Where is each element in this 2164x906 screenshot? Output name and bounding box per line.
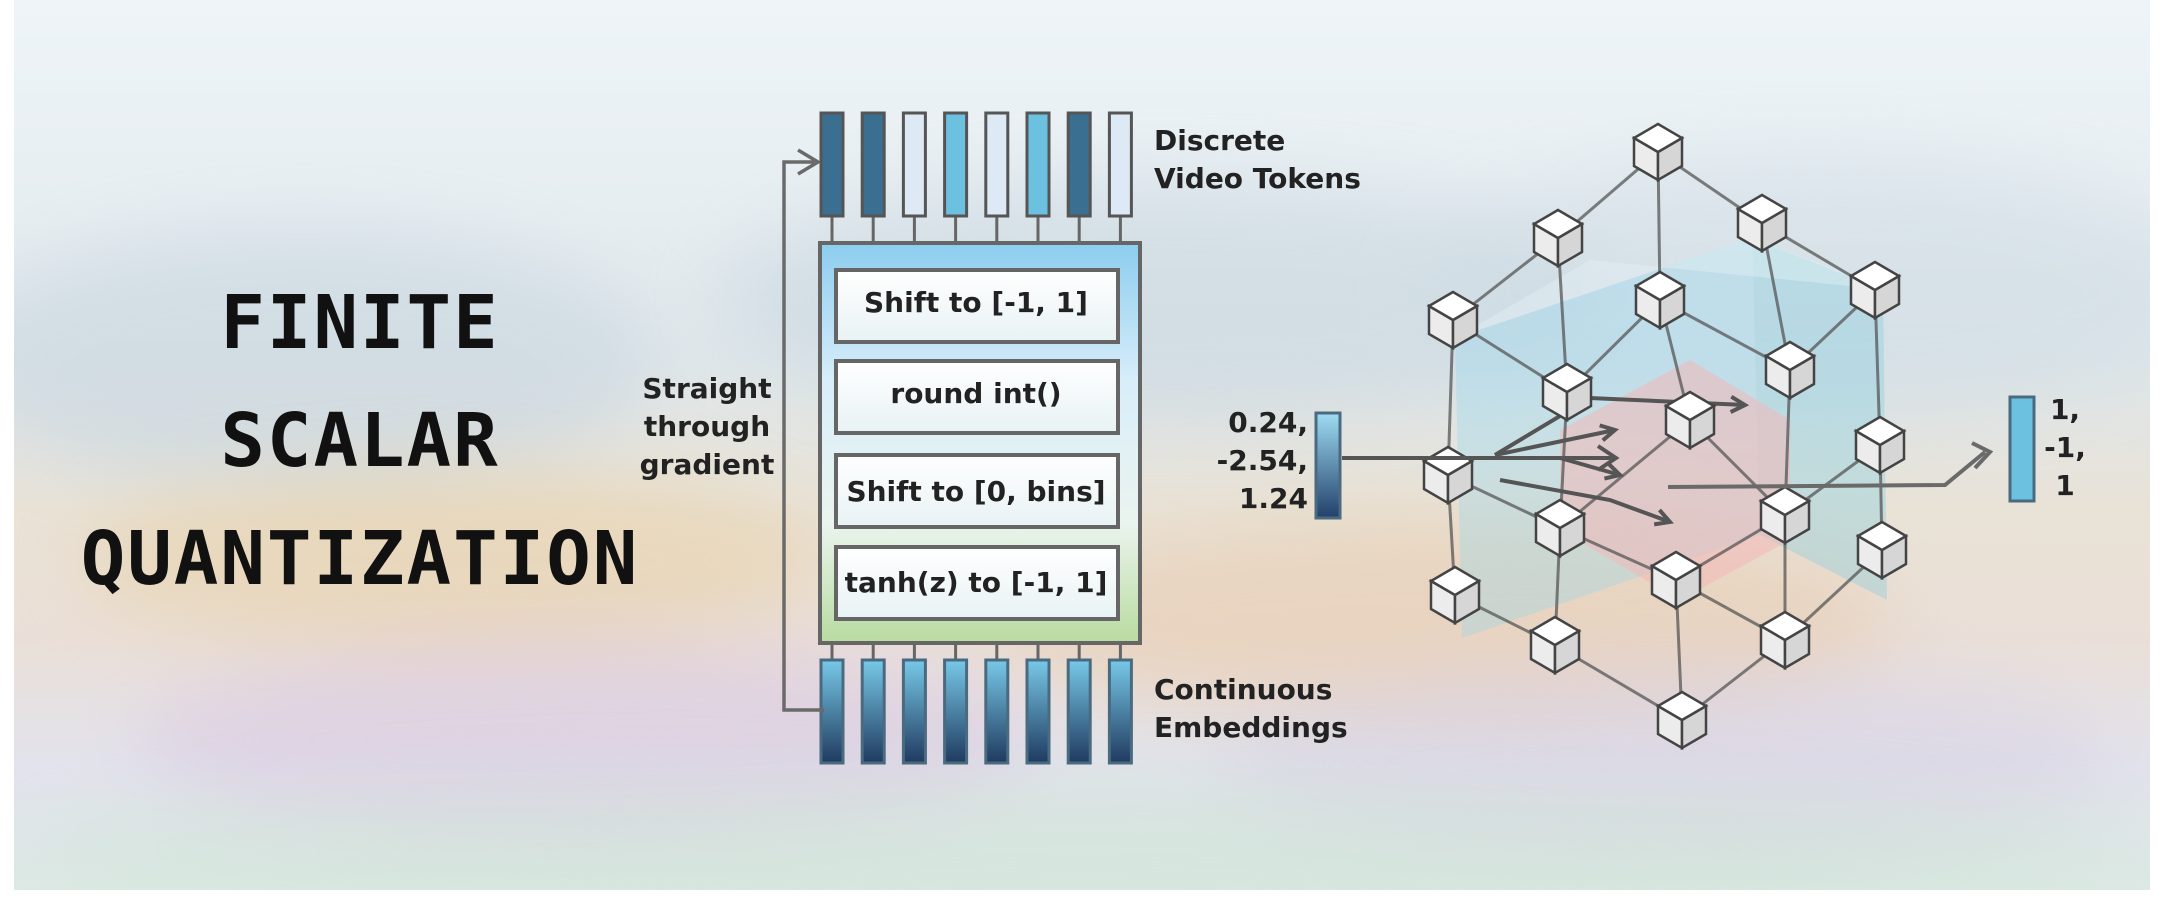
continuous-embedding [943, 658, 969, 765]
step-tanh: tanh(z) to [-1, 1] [844, 566, 1108, 599]
step-shift-0-bins: Shift to [0, bins] [846, 475, 1106, 508]
discrete-tokens-label: Discrete Video Tokens [1154, 122, 1361, 198]
step-box [834, 545, 1120, 621]
input-values-label: 0.24, -2.54, 1.24 [1196, 404, 1308, 518]
title-line-2: SCALAR [220, 398, 500, 484]
discrete-label-line-2: Video Tokens [1154, 162, 1361, 195]
continuous-label-line-1: Continuous [1154, 673, 1333, 706]
output-arrowhead [1971, 441, 1994, 470]
gradient-arrowhead [797, 148, 820, 176]
gradient-label-line-2: through [643, 410, 771, 443]
continuous-embedding [901, 658, 927, 765]
output-value-1: 1, [2049, 393, 2081, 426]
step-box [834, 268, 1120, 344]
lattice-node-cube [1531, 208, 1585, 269]
output-vector [2008, 395, 2036, 503]
continuous-embedding [984, 658, 1010, 765]
gradient-label-line-1: Straight [642, 372, 772, 405]
discrete-token [943, 111, 969, 218]
lattice-node-cube [1758, 610, 1812, 671]
input-value-3: 1.24 [1238, 482, 1308, 515]
continuous-embedding [819, 658, 845, 765]
discrete-token [819, 111, 845, 218]
input-value-2: -2.54, [1216, 444, 1308, 477]
step-round-int: round int() [890, 377, 1062, 410]
lattice-node-cube [1421, 445, 1475, 506]
lattice-node-cube [1633, 270, 1687, 331]
discrete-token [901, 111, 927, 218]
discrete-token [1025, 111, 1051, 218]
lattice-node-cube [1528, 615, 1582, 676]
lattice-node-cube [1426, 290, 1480, 351]
lattice-node-cube [1428, 565, 1482, 626]
cube-diagram [1421, 122, 1909, 751]
output-values-label: 1, -1, 1 [2040, 391, 2090, 505]
discrete-token [1107, 111, 1133, 218]
continuous-embedding [1025, 658, 1051, 765]
lattice-node-cube [1848, 260, 1902, 321]
discrete-label-line-1: Discrete [1154, 124, 1286, 157]
quantization-arrowhead [1653, 508, 1674, 527]
lattice-node-cube [1853, 415, 1907, 476]
lattice-node-cube [1649, 550, 1703, 611]
lattice-node-cube [1655, 690, 1709, 751]
token-stack [782, 111, 1142, 765]
cube-face-top [1455, 238, 1890, 338]
input-vector [1314, 411, 1342, 520]
continuous-embeddings-label: Continuous Embeddings [1154, 671, 1348, 747]
lattice-node-cube [1631, 122, 1685, 183]
continuous-embedding [1066, 658, 1092, 765]
lattice-node-cube [1533, 498, 1587, 559]
output-value-2: -1, [2044, 431, 2086, 464]
quantization-arrow [1559, 456, 1621, 477]
straight-through-gradient-label: Straight through gradient [636, 370, 778, 484]
lattice-node-cube [1663, 390, 1717, 451]
output-arrow [1667, 450, 1987, 489]
discrete-token [984, 111, 1010, 218]
quantization-arrowhead [1729, 394, 1750, 414]
step-box [834, 359, 1120, 435]
quantization-arrow [1494, 428, 1616, 457]
discrete-token [860, 111, 886, 218]
continuous-embedding [1107, 658, 1133, 765]
lattice-node-cube [1540, 362, 1594, 423]
lattice-node-cube [1855, 520, 1909, 581]
step-shift-minus1-1: Shift to [-1, 1] [864, 286, 1088, 319]
discrete-token [1066, 111, 1092, 218]
quantization-arrowhead [1599, 423, 1620, 442]
continuous-embedding [860, 658, 886, 765]
title-line-3: QUANTIZATION [80, 516, 640, 602]
lattice-node-cube [1763, 340, 1817, 401]
continuous-label-line-2: Embeddings [1154, 711, 1348, 744]
step-box [834, 453, 1120, 529]
lattice-node-cube [1735, 193, 1789, 254]
quantization-arrowhead [1603, 462, 1625, 481]
output-value-3: 1 [2055, 469, 2075, 502]
cube-nodes [1421, 122, 1909, 751]
input-value-1: 0.24, [1228, 406, 1308, 439]
lattice-node-cube [1758, 485, 1812, 546]
quantization-arrow [1499, 478, 1671, 524]
title-line-1: FINITE [220, 280, 500, 366]
cube-core [1560, 360, 1790, 600]
gradient-path [782, 160, 824, 712]
input-arrowhead [1596, 444, 1620, 472]
gradient-label-line-3: gradient [639, 448, 775, 481]
cube-edge [1559, 418, 1691, 530]
